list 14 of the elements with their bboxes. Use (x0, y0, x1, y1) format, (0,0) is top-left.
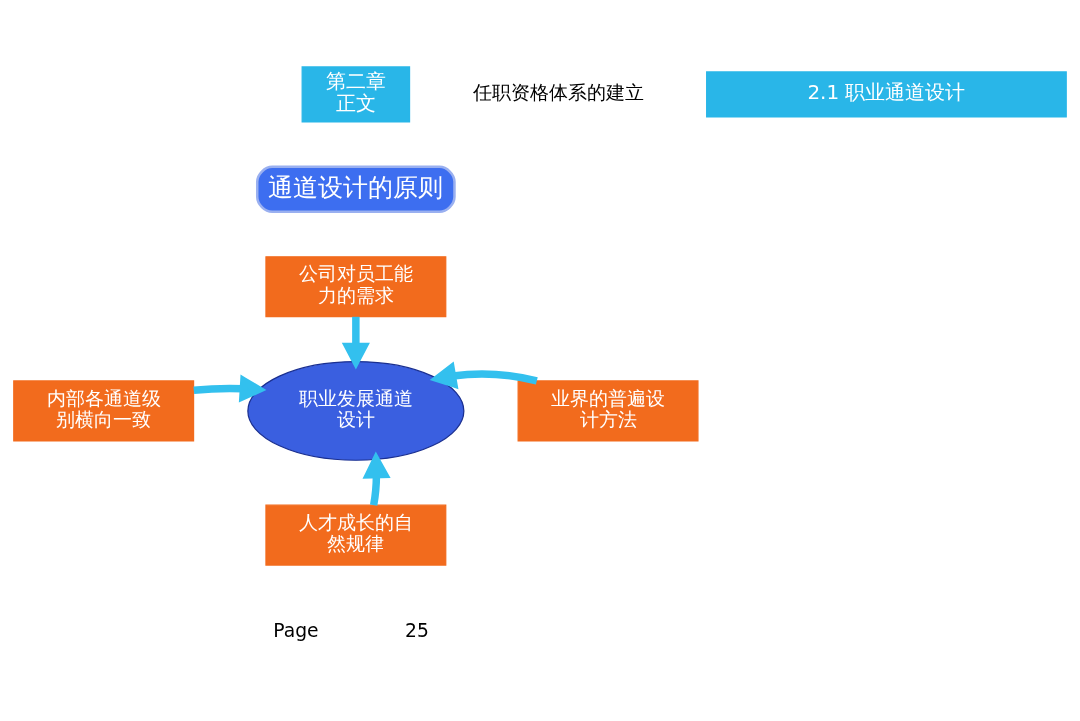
node-box: 公司对员工能力的需求 (265, 255, 447, 317)
arrow (193, 374, 267, 403)
label: Page (273, 619, 319, 641)
arrow (341, 316, 370, 370)
label: 25 (405, 619, 429, 641)
label: 任职资格体系的建立 (472, 81, 644, 103)
node-box: 业界的普遍设计方法 (517, 379, 699, 442)
node-box: 2.1 职业通道设计 (706, 70, 1067, 118)
node-box: 第二章 正文 (301, 65, 411, 123)
node-box: 内部各通道级别横向一致 (13, 379, 195, 442)
node-box: 人才成长的自然规律 (265, 504, 447, 566)
arrow (429, 361, 538, 389)
arrow (362, 451, 391, 506)
node-box: 通道设计的原则 (256, 165, 456, 213)
